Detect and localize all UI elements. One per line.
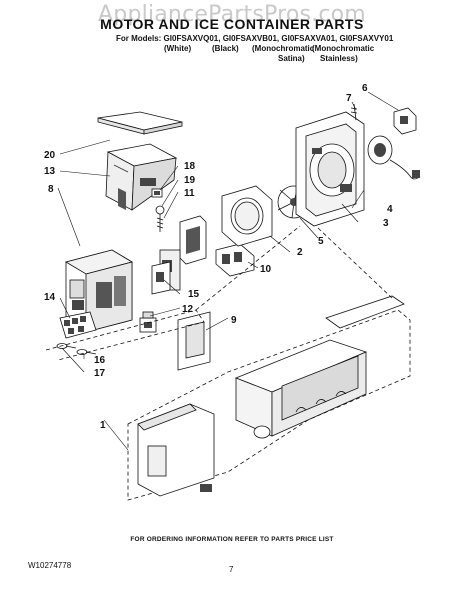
part-4-motor xyxy=(367,135,421,180)
part-20-pad xyxy=(97,111,183,135)
callout-13: 13 xyxy=(44,166,56,177)
callout-14: 14 xyxy=(44,292,56,303)
callout-11: 11 xyxy=(184,188,195,199)
part-14-connector xyxy=(59,311,97,339)
callout-12: 12 xyxy=(182,304,194,315)
part-18-clip xyxy=(151,188,163,198)
color-mono-stainless: (Monochromatic xyxy=(312,44,375,53)
page-title: MOTOR AND ICE CONTAINER PARTS xyxy=(100,16,364,32)
callout-10: 10 xyxy=(260,264,272,275)
part-9-plate xyxy=(177,311,211,371)
callout-1: 1 xyxy=(100,420,106,431)
callout-20: 20 xyxy=(44,150,56,161)
part-10-block xyxy=(215,243,255,277)
ordering-note: FOR ORDERING INFORMATION REFER TO PARTS … xyxy=(130,536,334,543)
part-15-bracket xyxy=(151,261,171,295)
callout-19: 19 xyxy=(184,175,196,186)
callout-7: 7 xyxy=(346,93,352,104)
callout-3: 3 xyxy=(383,218,389,229)
callout-2: 2 xyxy=(297,247,303,258)
callout-9: 9 xyxy=(231,315,237,326)
color-stainless-suffix: Stainless) xyxy=(320,54,358,63)
callout-16: 16 xyxy=(94,355,106,366)
document-number: W10274778 xyxy=(28,561,72,570)
callout-18: 18 xyxy=(184,161,196,172)
page-number: 7 xyxy=(229,565,234,574)
color-satina-suffix: Satina) xyxy=(278,54,305,63)
callout-numbers: 1 2 3 4 5 6 7 8 9 10 11 12 13 14 15 16 1… xyxy=(44,83,393,431)
part-16-screw xyxy=(76,349,97,355)
models-line: For Models: GI0FSAXVQ01, GI0FSAXVB01, GI… xyxy=(116,34,394,43)
color-white: (White) xyxy=(164,44,192,53)
color-mono-satina: (Monochromatic xyxy=(252,44,315,53)
part-6-bracket xyxy=(393,107,417,135)
callout-5: 5 xyxy=(318,236,324,247)
housing-outline xyxy=(45,225,393,361)
callout-17: 17 xyxy=(94,368,106,379)
callout-8: 8 xyxy=(48,184,54,195)
watermark: AppliancePartsPros.com xyxy=(98,2,366,27)
part-13-bracket xyxy=(105,143,178,211)
color-black: (Black) xyxy=(212,44,239,53)
leader-lines xyxy=(57,91,399,451)
part-3-motor-housing xyxy=(295,111,365,227)
part-8-housing xyxy=(64,249,134,333)
part-17-screw xyxy=(56,343,77,349)
callout-6: 6 xyxy=(362,83,368,94)
callout-4: 4 xyxy=(387,204,393,215)
part-2-shroud xyxy=(221,185,273,247)
part-19-screw xyxy=(155,205,165,232)
part-1-ice-container xyxy=(127,295,411,501)
color-variants: (White) (Black) (Monochromatic (Monochro… xyxy=(0,44,464,68)
callout-15: 15 xyxy=(188,289,200,300)
